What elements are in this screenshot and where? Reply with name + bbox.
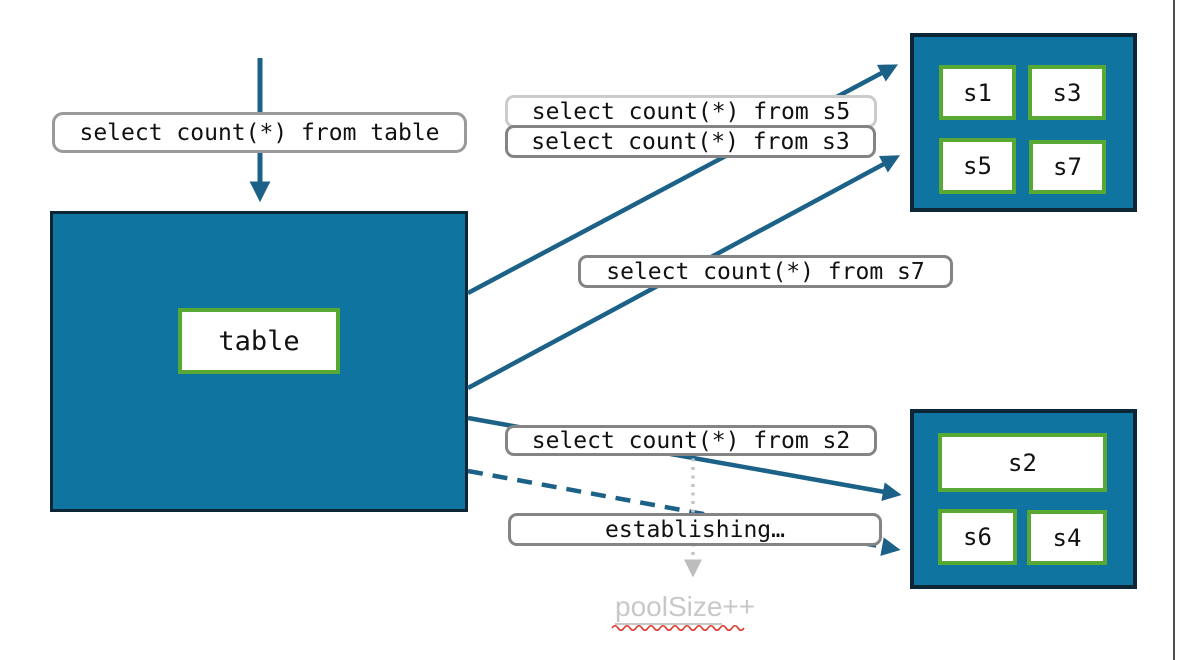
poolsize-text: poolSize++ bbox=[615, 591, 756, 625]
shard-box-s1: s1 bbox=[939, 65, 1016, 120]
table-node-label: table bbox=[218, 325, 300, 357]
query-text-table: select count(*) from table bbox=[79, 119, 440, 146]
table-node: table bbox=[50, 211, 468, 512]
shard-box-s3: s3 bbox=[1028, 65, 1106, 120]
poolsize-word: poolSize bbox=[615, 591, 723, 625]
query-text-s7: select count(*) from s7 bbox=[606, 258, 925, 285]
shard-box-s7: s7 bbox=[1029, 140, 1106, 194]
shard-pool-top: s1 s3 s5 s7 bbox=[910, 33, 1137, 212]
status-label-establishing: establishing… bbox=[508, 513, 882, 546]
shard-label-s1: s1 bbox=[963, 78, 992, 107]
shard-box-s6: s6 bbox=[938, 509, 1017, 565]
query-label-s3: select count(*) from s3 bbox=[505, 125, 876, 158]
query-label-s7: select count(*) from s7 bbox=[578, 255, 953, 288]
shard-box-s4: s4 bbox=[1027, 510, 1107, 565]
shard-pool-bottom: s2 s6 s4 bbox=[910, 409, 1137, 589]
table-node-label-box: table bbox=[178, 308, 340, 374]
status-text-establishing: establishing… bbox=[604, 516, 785, 543]
shard-label-s2: s2 bbox=[1008, 448, 1037, 477]
shard-label-s5: s5 bbox=[963, 152, 992, 180]
query-text-s2: select count(*) from s2 bbox=[531, 427, 851, 454]
query-label-s5: select count(*) from s5 bbox=[505, 95, 877, 128]
poolsize-suffix: ++ bbox=[722, 591, 756, 622]
shard-label-s4: s4 bbox=[1052, 523, 1082, 552]
query-label-table: select count(*) from table bbox=[52, 112, 467, 153]
shard-label-s6: s6 bbox=[963, 523, 992, 551]
query-text-s5: select count(*) from s5 bbox=[531, 98, 851, 125]
query-label-s2: select count(*) from s2 bbox=[505, 425, 877, 456]
shard-label-s7: s7 bbox=[1053, 153, 1082, 181]
shard-box-s5: s5 bbox=[939, 138, 1016, 194]
query-text-s3: select count(*) from s3 bbox=[531, 128, 850, 155]
spellcheck-squiggle bbox=[611, 624, 745, 632]
shard-label-s3: s3 bbox=[1052, 78, 1082, 107]
shard-box-s2: s2 bbox=[938, 433, 1107, 492]
